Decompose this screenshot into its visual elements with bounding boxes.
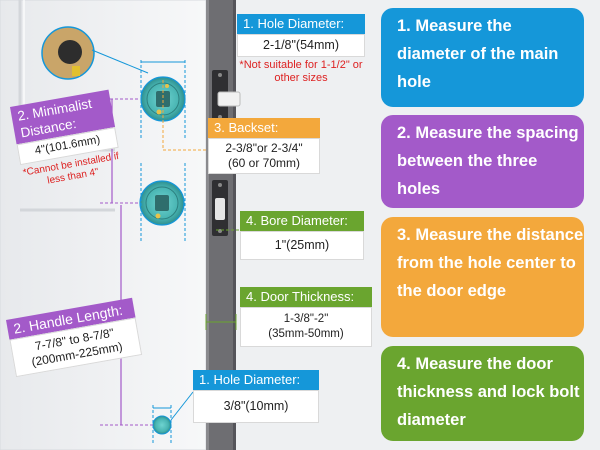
door-thickness-value: 1-3/8"-2" (35mm-50mm) — [240, 307, 372, 347]
step-card-1: 1. Measure the diameter of the main hole — [381, 8, 584, 107]
step-card-3: 3. Measure the distance from the hole ce… — [381, 217, 584, 337]
step-card-4: 4. Measure the door thickness and lock b… — [381, 346, 584, 441]
backset-value-line1: 2-3/8"or 2-3/4" — [225, 141, 303, 155]
door-thickness-title: 4. Door Thickness: — [240, 287, 372, 307]
door-face — [0, 0, 206, 450]
hole-diameter-top-title: 1. Hole Diameter: — [237, 14, 365, 34]
backset-title: 3. Backset: — [208, 118, 320, 138]
hole-diameter-top-note: *Not suitable for 1-1/2" or other sizes — [239, 59, 363, 84]
door-thickness-value-line1: 1-3/8"-2" — [283, 313, 329, 325]
step-card-2: 2. Measure the spacing between the three… — [381, 115, 584, 208]
hole-diameter-bottom-callout: 1. Hole Diameter: 3/8"(10mm) — [193, 370, 319, 423]
latch-bolt — [217, 91, 241, 107]
bore-diameter-value: 1"(25mm) — [240, 231, 364, 260]
bore-diameter-callout: 4. Bore Diameter: 1"(25mm) — [240, 211, 364, 260]
backset-value: 2-3/8"or 2-3/4" (60 or 70mm) — [208, 138, 320, 174]
small-hole-bottom — [152, 415, 172, 435]
backset-callout: 3. Backset: 2-3/8"or 2-3/4" (60 or 70mm) — [208, 118, 320, 174]
bore-diameter-title: 4. Bore Diameter: — [240, 211, 364, 231]
hole-diameter-top-callout: 1. Hole Diameter: 2-1/8"(54mm) *Not suit… — [237, 14, 365, 85]
hole-diameter-top-value: 2-1/8"(54mm) — [237, 34, 365, 57]
hole-diameter-bottom-title: 1. Hole Diameter: — [193, 370, 319, 390]
minimalist-distance-callout: 2. Minimalist Distance: 4"(101.6mm) *Can… — [10, 89, 123, 192]
door-thickness-callout: 4. Door Thickness: 1-3/8"-2" (35mm-50mm) — [240, 287, 372, 347]
hole-diameter-bottom-value: 3/8"(10mm) — [193, 390, 319, 423]
door-thickness-value-line2: (35mm-50mm) — [268, 328, 344, 340]
backset-value-line2: (60 or 70mm) — [227, 156, 301, 170]
